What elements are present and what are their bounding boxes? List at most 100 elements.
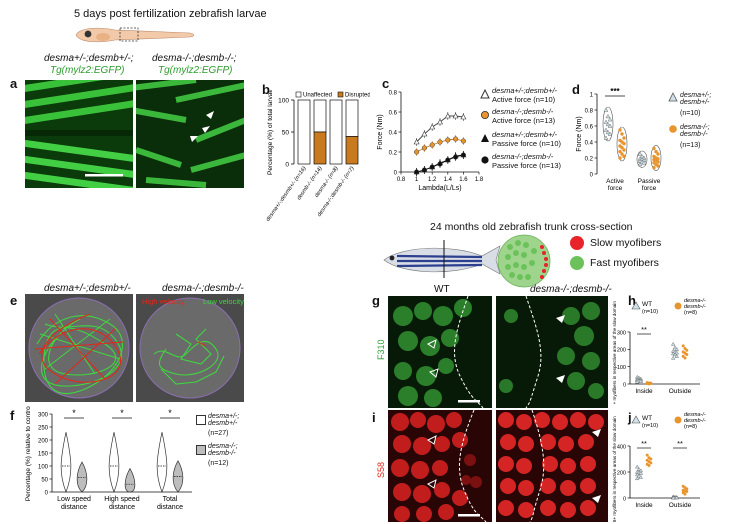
legend-open-box-icon	[196, 415, 206, 425]
panel-e-high-velocity-label: High velocity	[142, 297, 185, 306]
data-point	[672, 345, 678, 350]
data-point-passive-mutant	[421, 167, 427, 173]
x-category-label: High speed	[104, 496, 140, 503]
data-point	[683, 356, 687, 360]
legend-triangle-icon	[631, 301, 641, 310]
data-point	[641, 160, 647, 165]
data-point	[685, 353, 689, 357]
legend-n: (n=8)	[684, 424, 697, 430]
data-point-active-control	[436, 118, 444, 125]
violin	[156, 432, 168, 493]
panel-e-left-title: desma+/-;desmb+/-	[44, 283, 131, 294]
y-tick-label: 0	[285, 162, 289, 169]
legend-open-triangle-icon	[480, 89, 490, 99]
data-point	[618, 128, 622, 132]
y-tick-label: 0	[623, 382, 626, 388]
red-dot-icon	[570, 236, 584, 250]
y-tick-label: 0	[45, 490, 49, 496]
violin	[124, 467, 136, 493]
x-category-label: Low speed	[57, 496, 91, 503]
panel-a-right-transgene: Tg(mylz2:EGFP)	[158, 65, 233, 76]
panel-i-left-micrograph	[388, 410, 492, 522]
violin-outline	[650, 145, 662, 171]
data-point-active-mutant	[429, 142, 435, 148]
data-point	[638, 475, 643, 479]
legend-n: (n=27)	[208, 430, 229, 437]
data-point	[671, 341, 676, 346]
y-tick-label: 1	[590, 92, 594, 98]
data-point	[656, 160, 660, 164]
y-tick-label: 200	[38, 438, 49, 444]
data-point	[647, 464, 651, 467]
data-point	[685, 490, 689, 493]
panel-a-left-genotype: desma+/-;desmb+/-;	[44, 53, 134, 64]
legend-genotype: desma+/-; desmb+/-	[208, 413, 240, 427]
bar-disrupted	[345, 136, 359, 165]
data-point-active-mutant	[437, 139, 443, 145]
legend-genotype: desma+/-;desmb+/-	[492, 130, 558, 139]
data-point	[635, 476, 640, 480]
legend-genotype: desma-/-	[684, 412, 706, 418]
legend-genotype: desma-/-; desmb-/-	[680, 124, 710, 138]
data-point-active-control	[429, 123, 436, 130]
legend-genotype: WT	[642, 301, 652, 308]
legend-unaffected-label: Unaffected	[303, 93, 332, 99]
y-tick-label: 0	[623, 496, 626, 502]
x-category-label: Outside	[669, 502, 692, 509]
significance-label: *	[168, 408, 172, 418]
legend-triangle-icon	[668, 92, 678, 102]
x-axis-title: Lambda(L/Ls)	[418, 185, 461, 192]
data-point-passive-mutant	[445, 157, 451, 163]
x-category-label: distance	[109, 504, 135, 511]
legend-filled-circle-icon	[481, 156, 489, 164]
data-point	[603, 127, 609, 132]
significance-label: *	[120, 408, 124, 418]
x-tick-label: 1.6	[459, 177, 468, 183]
data-point	[603, 107, 609, 112]
panel-letter-g: g	[372, 293, 380, 308]
panel-i-right-micrograph	[496, 410, 608, 522]
data-point-passive-mutant	[453, 154, 459, 160]
bar-unaffected	[313, 99, 327, 133]
data-point	[647, 382, 651, 386]
panel-a-right-micrograph	[136, 80, 244, 188]
legend-grey-box-icon	[196, 445, 206, 455]
violin	[60, 432, 72, 493]
legend-orange-circle-icon	[674, 416, 682, 424]
x-tick-label: 0.8	[397, 177, 406, 183]
data-point	[656, 164, 660, 168]
y-tick-label: 250	[38, 425, 49, 431]
x-category-label: Inside	[635, 502, 653, 509]
data-point	[671, 355, 676, 360]
data-point-active-control	[444, 112, 451, 119]
x-tick-label: 1.2	[428, 177, 437, 183]
legend-n: (n=13)	[680, 142, 701, 149]
panel-e-left-track	[25, 294, 133, 402]
data-point	[674, 354, 679, 358]
x-tick-label: 1.4	[444, 177, 453, 183]
y-tick-label: 0.2	[389, 150, 398, 156]
data-point-active-control	[421, 130, 428, 137]
data-point-active-control	[460, 113, 467, 120]
y-tick-label: 400	[617, 444, 626, 450]
significance-label: **	[677, 439, 683, 448]
data-point	[656, 152, 660, 156]
legend-genotype: desma-/-; desmb-/-	[208, 443, 238, 457]
data-point	[638, 471, 643, 475]
panel-g-left-title: WT	[434, 284, 450, 295]
y-tick-label: 0	[394, 170, 398, 176]
violin	[108, 432, 120, 493]
data-point-passive-mutant	[414, 169, 420, 175]
data-point-active-mutant	[414, 149, 420, 155]
y-tick-label: 150	[38, 451, 49, 457]
y-tick-label: 100	[278, 98, 289, 105]
data-point	[649, 457, 653, 461]
trunk-cross-section-illustration	[497, 234, 551, 288]
panel-g-right-micrograph	[496, 296, 608, 408]
green-dot-icon	[570, 256, 584, 270]
y-tick-label: 0.4	[389, 130, 398, 136]
x-category-label: Passive	[638, 178, 661, 185]
legend-disrupted-swatch	[337, 91, 344, 98]
panel-e-right-track	[136, 294, 244, 402]
